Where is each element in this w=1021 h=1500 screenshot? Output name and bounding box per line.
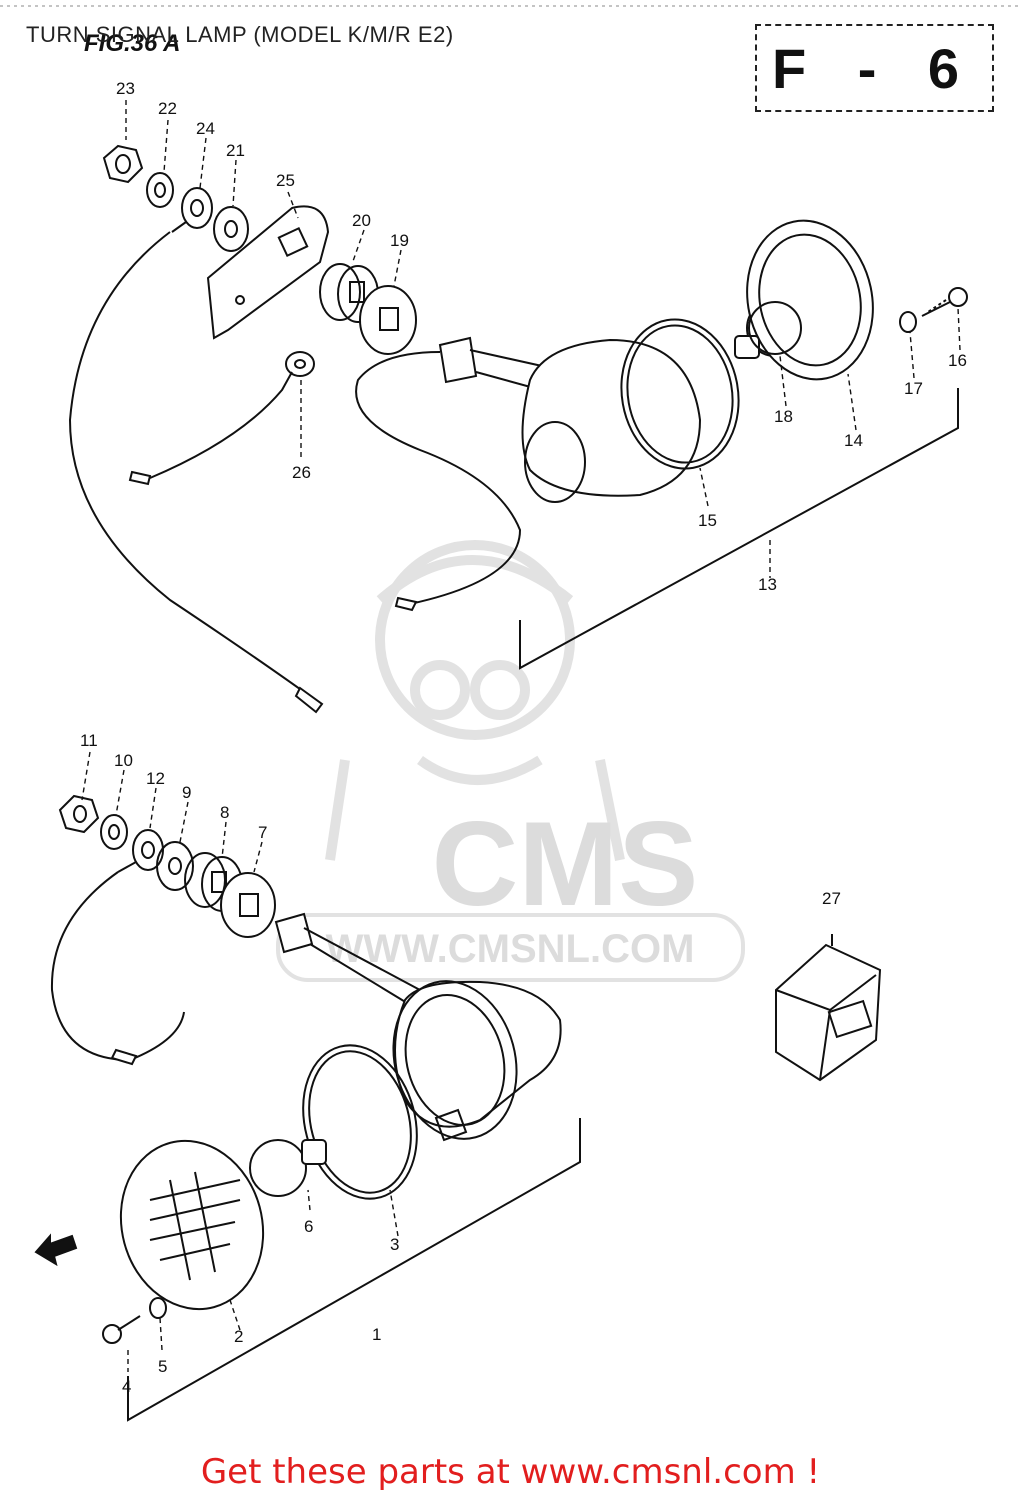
callout-7: 7 <box>258 823 267 842</box>
part-23-nut <box>102 144 144 184</box>
part-15-gasket <box>620 318 740 470</box>
callout-10: 10 <box>114 751 133 770</box>
wire-lower <box>50 871 185 1062</box>
upper-housing <box>521 338 702 503</box>
part-10-washer <box>100 814 128 850</box>
part-16-screw <box>921 287 968 317</box>
callout-20: 20 <box>352 211 371 230</box>
bracket-13 <box>519 388 959 670</box>
wire-upper-long <box>68 231 319 703</box>
part-22-washer <box>146 172 174 208</box>
callout-26: 26 <box>292 463 311 482</box>
callout-24: 24 <box>196 119 215 138</box>
callout-17: 17 <box>904 379 923 398</box>
part-5-washer <box>149 1297 167 1319</box>
callout-19: 19 <box>390 231 409 250</box>
part-17-washer <box>899 311 917 333</box>
part-4-screw <box>102 1315 141 1344</box>
callout-5: 5 <box>158 1357 167 1376</box>
callout-15: 15 <box>698 511 717 530</box>
page-title: TURN SIGNAL LAMP (MODEL K/M/R E2) <box>26 22 454 47</box>
callout-16: 16 <box>948 351 967 370</box>
watermark: CMS WWW.CMSNL.COM <box>276 540 745 982</box>
part-25-bracket <box>206 205 330 340</box>
callout-21: 21 <box>226 141 245 160</box>
part-26-ground-wire <box>128 351 315 486</box>
watermark-url: WWW.CMSNL.COM <box>326 927 695 971</box>
callout-4: 4 <box>122 1377 131 1396</box>
lower-housing <box>392 980 562 1142</box>
part-14-lens <box>746 219 874 381</box>
wire-upper-stem <box>355 351 522 605</box>
lower-assembly <box>34 794 581 1422</box>
watermark-brand: CMS <box>432 797 699 931</box>
bracket-1 <box>127 1118 581 1422</box>
callout-1: 1 <box>372 1325 381 1344</box>
lower-stem <box>274 912 421 1007</box>
callout-13: 13 <box>758 575 777 594</box>
part-24-terminal <box>171 187 213 233</box>
part-11-nut <box>58 794 100 834</box>
part-2-lens <box>119 1139 265 1311</box>
figure-label: FIG.36 A <box>84 30 181 57</box>
callout-23: 23 <box>116 79 135 98</box>
part-12-terminal <box>117 829 164 873</box>
footer-link[interactable]: Get these parts at www.cmsnl.com ! <box>200 1452 821 1492</box>
callout-3: 3 <box>390 1235 399 1254</box>
callout-18: 18 <box>774 407 793 426</box>
callout-14: 14 <box>844 431 863 450</box>
callout-27: 27 <box>822 889 841 908</box>
callouts: 23 22 24 21 25 20 19 26 16 17 18 14 15 1… <box>80 79 967 1396</box>
part-7-cap <box>220 872 276 938</box>
callout-9: 9 <box>182 783 191 802</box>
part-19-cap <box>359 285 417 355</box>
part-21-washer <box>213 206 249 252</box>
part-9-washer <box>156 841 194 891</box>
upper-assembly <box>68 144 968 714</box>
callout-25: 25 <box>276 171 295 190</box>
callout-12: 12 <box>146 769 165 788</box>
part-6-bulb <box>249 1139 327 1197</box>
leader-lines <box>81 100 961 1372</box>
callout-11: 11 <box>80 731 98 750</box>
callout-2: 2 <box>234 1327 243 1346</box>
part-8-bushing <box>184 852 243 912</box>
front-arrow-icon <box>34 1233 78 1267</box>
part-27-relay <box>775 934 882 1082</box>
callout-22: 22 <box>158 99 177 118</box>
page-code: F - 6 <box>755 24 994 112</box>
callout-6: 6 <box>304 1217 313 1236</box>
part-3-gasket <box>302 1044 418 1200</box>
callout-8: 8 <box>220 803 229 822</box>
